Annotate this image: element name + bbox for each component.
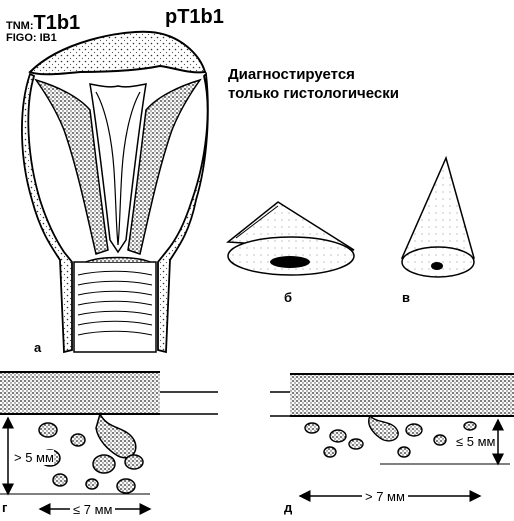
ptnm-stage: pT1b1	[165, 6, 224, 28]
panel-label-b: б	[284, 290, 293, 305]
panel-label-a: а	[34, 340, 42, 355]
panel-label-d: д	[284, 500, 293, 515]
caption-line-2: только гистологически	[228, 85, 399, 102]
d-width-label: > 7 мм	[362, 489, 408, 504]
section-d-illustration	[270, 373, 514, 458]
figo-stage: FIGO: IB1	[6, 32, 57, 44]
cone-v-illustration	[400, 155, 475, 278]
g-depth-label: > 5 мм	[14, 450, 54, 465]
caption-line-1: Диагностируется	[228, 66, 355, 83]
section-g-illustration	[0, 371, 218, 494]
tnm-stage: T1b1	[33, 12, 81, 34]
measurement-lines	[0, 416, 510, 515]
panel-label-g: г	[2, 500, 8, 515]
tnm-prefix: TNM:	[6, 20, 34, 32]
tnm-heading: TNM:T1b1	[6, 12, 80, 35]
diagnosis-caption: Диагностируется только гистологически	[228, 65, 399, 103]
cone-b-illustration	[226, 201, 355, 276]
cervix-illustration	[21, 30, 209, 354]
g-width-label: ≤ 7 мм	[70, 502, 116, 517]
d-depth-label: ≤ 5 мм	[456, 434, 496, 449]
panel-label-v: в	[402, 290, 410, 305]
